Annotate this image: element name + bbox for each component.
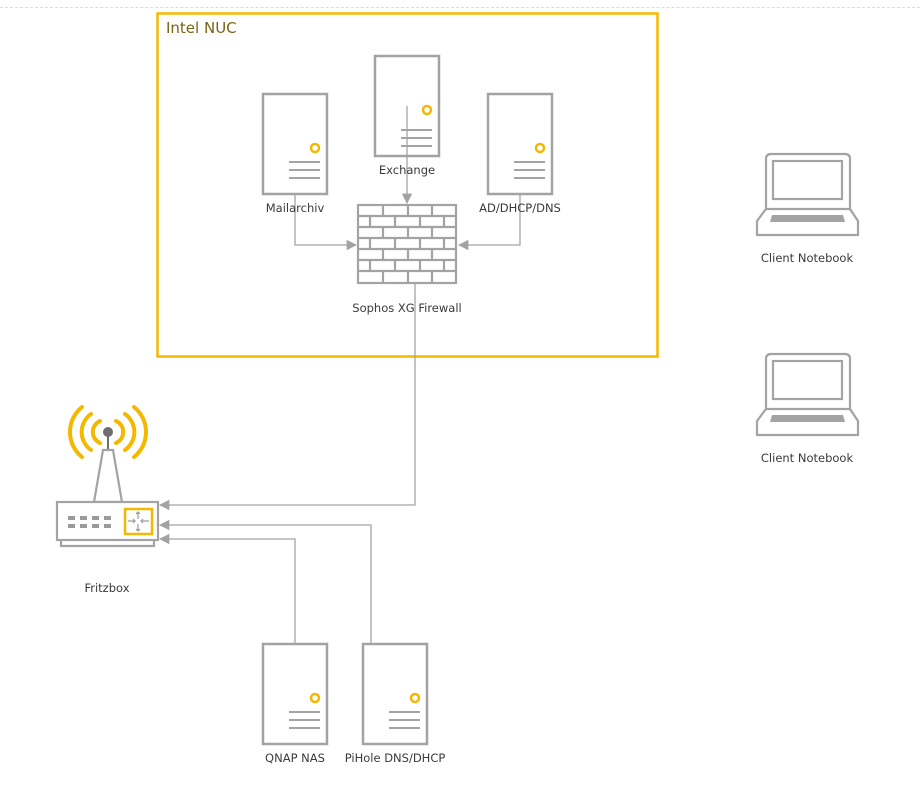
edge-pihole-fritzbox[interactable] [158, 519, 372, 643]
antenna-icon [92, 427, 124, 504]
wireless-router-icon[interactable] [55, 405, 160, 548]
node-label-client-2: Client Notebook [760, 451, 854, 465]
node-label-ad-dhcp-dns: AD/DHCP/DNS [479, 201, 561, 215]
router-switch-icon [123, 507, 154, 536]
node-label-exchange: Exchange [378, 163, 436, 177]
node-label-mailarchiv: Mailarchiv [265, 201, 325, 215]
firewall-icon[interactable] [356, 203, 458, 285]
edge-qnap-fritzbox[interactable] [158, 533, 296, 643]
group-intel-nuc[interactable] [156, 12, 659, 358]
node-label-pihole: PiHole DNS/DHCP [344, 751, 446, 765]
server-icon-pihole[interactable] [361, 642, 429, 746]
node-label-sophos: Sophos XG Firewall [352, 301, 462, 315]
laptop-icon-client-2[interactable] [755, 352, 860, 437]
group-title-intel-nuc: Intel NUC [166, 19, 237, 37]
edge-sophos-fritzbox[interactable] [158, 257, 416, 511]
server-icon-ad-dhcp-dns[interactable] [486, 92, 554, 196]
server-icon-qnap[interactable] [261, 642, 329, 746]
ethernet-ports-icon [68, 516, 111, 528]
laptop-icon-client-1[interactable] [755, 152, 860, 237]
server-icon-mailarchiv[interactable] [261, 92, 329, 196]
node-label-qnap: QNAP NAS [265, 751, 325, 765]
wifi-signal-icon [68, 405, 148, 459]
node-label-client-1: Client Notebook [760, 251, 854, 265]
page-boundary-line [0, 7, 920, 8]
connectors [158, 106, 521, 643]
node-label-fritzbox: Fritzbox [84, 581, 130, 595]
edge-mailarchiv-sophos[interactable] [294, 194, 358, 251]
edge-ad-sophos[interactable] [457, 194, 521, 251]
